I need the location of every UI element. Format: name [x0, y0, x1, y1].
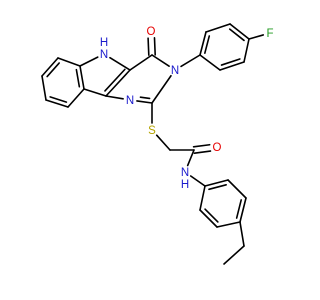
bond-nAm-e1: [189, 175, 206, 187]
atom-label-f: F: [266, 28, 273, 40]
bond-e3-e4: [239, 197, 247, 223]
atom-bg-s: [146, 124, 158, 136]
bond-cAm-nAm: [186, 149, 195, 167]
bond-e3-e4-inner: [235, 199, 242, 219]
bond-e5-e6: [199, 209, 218, 228]
atom-bg-n_pyr: [124, 94, 136, 106]
bond-c4a-c9a: [105, 69, 131, 97]
bond-f1-f2-inner: [204, 35, 211, 54]
bond-c9a-b3: [83, 88, 107, 97]
atom-bg-n_ring: [169, 64, 181, 76]
bond-c4a-c4: [129, 54, 153, 71]
bond-f3-f4-inner: [228, 28, 245, 42]
bond-b6-b1: [41, 57, 59, 77]
bond-f5-f6-inner: [220, 58, 241, 66]
bond-f5-f6: [219, 61, 245, 71]
bond-cAm-oAm-b: [192, 143, 211, 148]
atom-bg-n_indole: [98, 48, 110, 60]
bond-e1-e2: [204, 179, 229, 187]
bond-lines: [41, 23, 265, 265]
bond-e4-et1: [239, 221, 245, 247]
bond-b3-b4: [67, 88, 85, 108]
bond-b6-b1-inner: [46, 62, 60, 78]
bond-c2-nPyr-inner: [139, 96, 151, 100]
bond-e6-e1: [199, 185, 206, 211]
bond-f4-fl: [248, 34, 265, 40]
bond-f3-f4: [229, 23, 250, 40]
bond-b1-b2: [57, 57, 81, 67]
atom-label-n_pyr: N: [126, 95, 134, 107]
bond-e4-e5: [216, 221, 241, 228]
bond-f4-f5: [243, 38, 250, 63]
atom-bg-o_amide: [211, 141, 223, 153]
atom-label-o_amide: O: [213, 142, 222, 154]
bond-s-ch2: [155, 134, 171, 151]
bond-nInd-c4a: [109, 56, 131, 71]
atom-label-s: S: [148, 125, 156, 137]
bond-e5-e6-inner: [204, 208, 219, 223]
atom-label-n_indole: N: [100, 49, 108, 61]
bond-b2-nInd: [79, 56, 99, 67]
atom-bg-n_amide: [179, 166, 191, 178]
bond-c4-nRing: [151, 54, 170, 67]
atom-label-n_ring: N: [171, 65, 179, 77]
bond-b4-b5: [45, 99, 69, 108]
bond-et1-et2: [223, 245, 245, 265]
atom-h-label-n_amide: H: [181, 179, 189, 191]
bond-f2-f3: [205, 23, 231, 33]
bond-c2-nPyr: [136, 100, 153, 104]
bond-cAm-oAm-a: [193, 150, 212, 154]
atom-bg-o_keto: [145, 25, 157, 37]
bond-f1-f2: [199, 31, 207, 56]
bond-e2-e3: [227, 179, 247, 199]
bond-b5-b6: [41, 75, 47, 101]
bond-nPyr-c9a: [105, 95, 124, 100]
bond-b2-b3-inner: [75, 68, 81, 88]
bond-c4a-c9a-inner: [104, 68, 126, 92]
atom-h-label-n_indole: H: [100, 37, 108, 49]
bond-nRing-c2: [151, 74, 172, 104]
atom-bg-f: [264, 27, 276, 39]
bond-b2-b3: [79, 65, 85, 90]
bond-c4-oKeto-b: [147, 37, 150, 56]
bond-f6-f1: [199, 54, 221, 71]
bond-c4-oKeto-a: [153, 37, 156, 56]
atom-label-o_keto: O: [147, 26, 156, 38]
bond-e1-e2-inner: [208, 184, 227, 191]
bond-b4-b5-inner: [49, 96, 68, 103]
atom-label-n_amide: N: [181, 167, 189, 179]
bond-nRing-f1: [180, 54, 201, 68]
